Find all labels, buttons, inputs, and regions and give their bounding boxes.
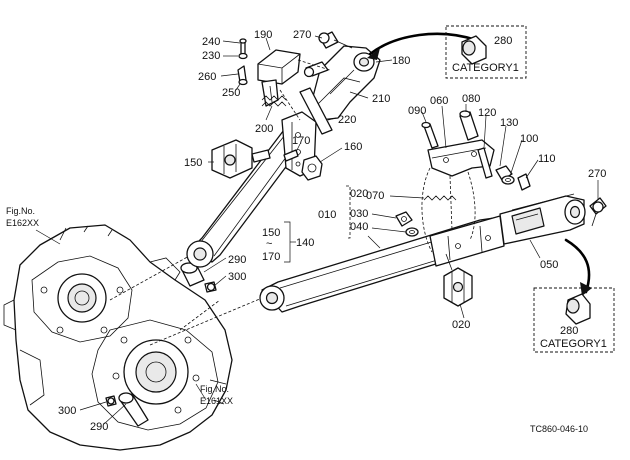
pin-110 <box>517 173 531 191</box>
callout-150: 150 <box>184 157 202 169</box>
callout-140: 140 <box>296 237 314 249</box>
callout-090: 090 <box>408 105 426 117</box>
pin-170 <box>283 149 299 162</box>
callout-160: 160 <box>344 141 362 153</box>
category-top-part-number: 280 <box>494 35 512 47</box>
bracket-190 <box>257 49 301 107</box>
callout-020-group: 020 <box>350 188 368 200</box>
callout-100: 100 <box>520 133 538 145</box>
figure-ref-e162-line2: E162XX <box>6 218 39 228</box>
callout-180: 180 <box>392 55 410 67</box>
clevis-020 <box>443 253 473 307</box>
callout-170: 170 <box>292 135 310 147</box>
callout-030: 030 <box>350 208 368 220</box>
pin-220 <box>299 87 333 135</box>
callout-200: 200 <box>255 123 273 135</box>
pin-290-lower <box>118 392 149 427</box>
category-bottom-part-number: 280 <box>560 325 578 337</box>
callout-130: 130 <box>500 117 518 129</box>
callout-250: 250 <box>222 87 240 99</box>
callout-300-upper: 300 <box>228 271 246 283</box>
callout-010: 010 <box>318 209 336 221</box>
lower-link-left <box>186 111 317 268</box>
spring-200 <box>261 95 287 107</box>
bolt-240 <box>239 38 247 55</box>
bolt-090 <box>421 121 439 149</box>
callout-210: 210 <box>372 93 390 105</box>
washer-230 <box>238 52 248 60</box>
pin-280-top <box>461 35 487 65</box>
pin-120 <box>477 147 493 179</box>
leader-lines <box>35 35 599 425</box>
lower-link-right <box>259 215 505 313</box>
transmission-housing <box>3 224 233 451</box>
pin-210 <box>303 61 329 78</box>
bolt-300-upper <box>204 281 217 293</box>
callout-270-lower: 270 <box>588 168 606 180</box>
callout-220: 220 <box>338 114 356 126</box>
washer-040 <box>405 227 419 237</box>
figure-ref-e161-line1: Fig.No. <box>200 384 229 394</box>
category-box-bottom: 280 CATEGORY1 <box>533 287 615 353</box>
group-tilde: ~ <box>266 238 272 250</box>
nut-160 <box>301 155 323 181</box>
category-box-top: 280 CATEGORY1 <box>445 25 527 79</box>
callout-060: 060 <box>430 95 448 107</box>
extension-050 <box>499 193 586 245</box>
callout-080: 080 <box>462 93 480 105</box>
callout-240: 240 <box>202 36 220 48</box>
pin-280-bottom <box>565 293 591 325</box>
figure-ref-e161-line2: E161XX <box>200 396 233 406</box>
callout-150-group: 150 <box>262 227 280 239</box>
pin-270-lower <box>589 197 607 227</box>
callout-270-upper: 270 <box>293 29 311 41</box>
pin-270-upper <box>318 31 353 49</box>
callout-020-lower: 020 <box>452 319 470 331</box>
bracket-060 <box>427 139 495 177</box>
pin-080 <box>459 110 479 141</box>
pin-290-upper <box>180 262 205 287</box>
callout-070: 070 <box>366 190 384 202</box>
callout-230: 230 <box>202 50 220 62</box>
bolt-300-lower <box>105 395 117 407</box>
category-top-label: CATEGORY1 <box>452 62 519 74</box>
callout-190: 190 <box>254 29 272 41</box>
bolt-260-250 <box>237 65 248 86</box>
washer-100 <box>501 175 515 185</box>
callout-040: 040 <box>350 221 368 233</box>
callout-labels: 240 230 190 270 180 260 250 210 200 220 … <box>58 29 606 433</box>
callout-050: 050 <box>540 259 558 271</box>
figure-ref-e162: Fig.No. E162XX <box>6 206 39 228</box>
callout-290-upper: 290 <box>228 254 246 266</box>
callout-290-lower: 290 <box>90 421 108 433</box>
callout-110: 110 <box>538 153 556 165</box>
callout-300-lower: 300 <box>58 405 76 417</box>
callout-120: 120 <box>478 107 496 119</box>
nut-130 <box>495 165 513 181</box>
category-bottom-label: CATEGORY1 <box>540 338 607 350</box>
nut-030 <box>395 211 413 227</box>
drawing-code: TC860-046-10 <box>530 424 588 434</box>
clevis-150 <box>211 139 271 179</box>
callout-260: 260 <box>198 71 216 83</box>
figure-ref-e161: Fig.No. E161XX <box>200 384 233 406</box>
figure-ref-e162-line1: Fig.No. <box>6 206 35 216</box>
callout-170-group: 170 <box>262 251 280 263</box>
